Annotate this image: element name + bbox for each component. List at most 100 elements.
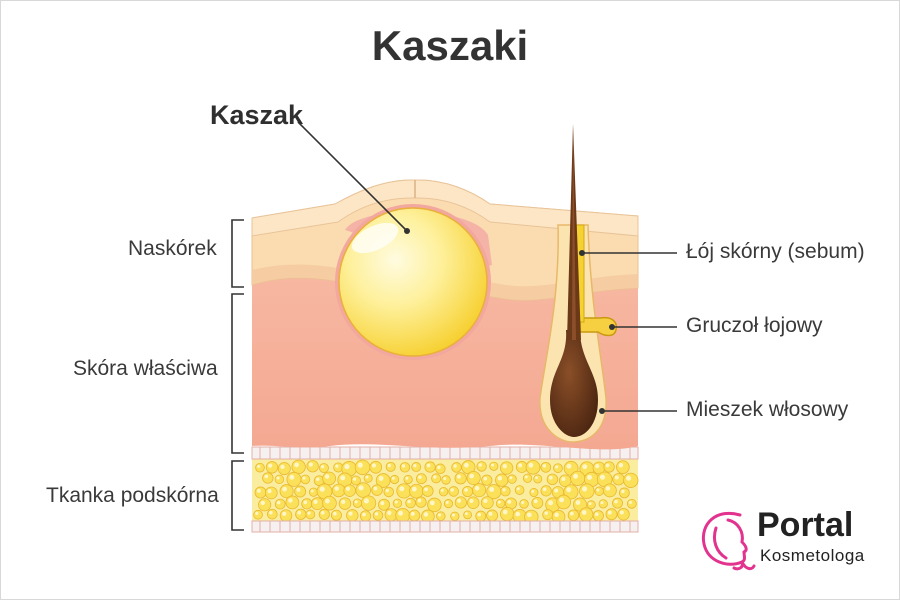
fat-cell-highlight: [324, 474, 330, 479]
fat-cell: [385, 461, 396, 472]
fat-cell-highlight: [600, 501, 604, 505]
fat-cell: [390, 474, 400, 485]
fat-cell-highlight: [362, 512, 366, 517]
fat-cell-highlight: [607, 510, 612, 515]
fat-cell-highlight: [429, 500, 435, 506]
fat-cell-highlight: [282, 511, 287, 516]
fat-cell: [438, 487, 449, 497]
fat-cell-highlight: [569, 511, 574, 516]
fat-cell-highlight: [255, 511, 259, 515]
fat-cell-highlight: [502, 488, 506, 492]
fat-cells: [253, 459, 639, 525]
fat-cell-highlight: [595, 464, 600, 469]
label-naskorek: Naskórek: [128, 237, 217, 260]
subcutaneous-layer: [251, 446, 639, 533]
fat-cell-highlight: [365, 475, 369, 479]
fat-cell-highlight: [394, 500, 398, 504]
fat-cell-highlight: [399, 486, 405, 492]
label-loj-skorny: Łój skórny (sebum): [686, 240, 865, 263]
fat-cell-highlight: [599, 474, 606, 480]
fat-cell-highlight: [437, 513, 442, 517]
fat-cell-highlight: [315, 477, 320, 481]
fat-cell: [310, 497, 324, 511]
fat-cell-highlight: [440, 488, 444, 492]
fat-cell-highlight: [289, 474, 295, 480]
fat-cell-highlight: [469, 473, 474, 479]
fat-cell: [546, 473, 559, 486]
fat-cell: [291, 459, 306, 474]
fat-cell-highlight: [340, 475, 346, 481]
fat-cell: [495, 498, 506, 509]
fat-cell-highlight: [521, 501, 525, 505]
fat-cell-highlight: [391, 476, 395, 480]
fat-cell-highlight: [457, 498, 462, 503]
fat-cell-highlight: [313, 499, 318, 504]
fat-cell: [616, 460, 630, 474]
fat-cell: [262, 472, 274, 484]
leader-dots: [404, 228, 615, 414]
fat-cell-highlight: [363, 498, 369, 504]
fat-cell: [363, 473, 373, 483]
fat-cell: [267, 508, 278, 520]
fat-cell: [495, 473, 509, 487]
fat-cell-highlight: [582, 464, 588, 470]
fat-cell-highlight: [524, 475, 528, 479]
fat-cell: [346, 509, 359, 522]
fat-cell: [264, 486, 278, 500]
fat-cell: [301, 498, 313, 510]
fat-cell: [592, 510, 604, 522]
fat-cell-highlight: [307, 511, 311, 515]
label-kaszak: Kaszak: [210, 100, 304, 130]
fat-cell: [500, 486, 511, 497]
fat-cell-highlight: [497, 500, 501, 504]
fat-cell: [451, 462, 462, 473]
fat-cell: [542, 509, 554, 521]
fat-cell: [578, 507, 594, 522]
fat-cell: [308, 487, 319, 497]
fat-cell-highlight: [354, 500, 358, 504]
fat-cell: [371, 484, 383, 496]
fat-cell: [424, 461, 436, 473]
fat-cell: [415, 473, 427, 485]
fat-cell: [399, 462, 411, 473]
fat-cell-highlight: [294, 462, 299, 468]
fat-cell-highlight: [489, 487, 495, 493]
fat-cell-highlight: [380, 501, 385, 506]
fat-cell-highlight: [424, 487, 428, 492]
fat-cell: [454, 496, 467, 509]
fat-cell-highlight: [413, 464, 417, 468]
fat-cell-highlight: [614, 475, 619, 480]
fat-cell-highlight: [516, 487, 520, 491]
fat-cell-highlight: [464, 512, 468, 516]
fat-cell-highlight: [310, 489, 314, 493]
fat-cell: [466, 470, 481, 486]
fat-cell: [277, 462, 291, 476]
fat-cell-highlight: [433, 475, 437, 479]
fat-cell: [318, 508, 330, 520]
fat-cell: [450, 511, 460, 521]
fat-cell-highlight: [561, 476, 566, 482]
fat-cell-highlight: [358, 485, 364, 491]
fat-cell-highlight: [502, 509, 508, 515]
fat-cell-highlight: [280, 464, 285, 469]
fat-cell-highlight: [618, 463, 624, 468]
fat-cell: [602, 483, 617, 498]
fat-cell: [265, 461, 279, 474]
sebaceous-cyst: [335, 204, 492, 360]
fat-cell: [295, 508, 307, 520]
fat-cell: [409, 483, 424, 499]
fat-cell-highlight: [628, 500, 633, 505]
fat-cell-highlight: [288, 498, 293, 503]
fat-cell: [383, 486, 394, 498]
fat-cell-highlight: [443, 477, 447, 481]
fat-cell-highlight: [619, 510, 624, 515]
fat-cell: [514, 485, 525, 495]
fat-cell: [274, 498, 286, 510]
fat-cell-highlight: [555, 465, 559, 469]
fat-cell: [489, 461, 499, 471]
logo-name: Portal: [757, 506, 854, 544]
fat-cell-highlight: [548, 500, 554, 506]
fat-cell-highlight: [573, 473, 579, 479]
fat-cell-highlight: [357, 462, 363, 468]
fat-cell: [617, 508, 630, 521]
